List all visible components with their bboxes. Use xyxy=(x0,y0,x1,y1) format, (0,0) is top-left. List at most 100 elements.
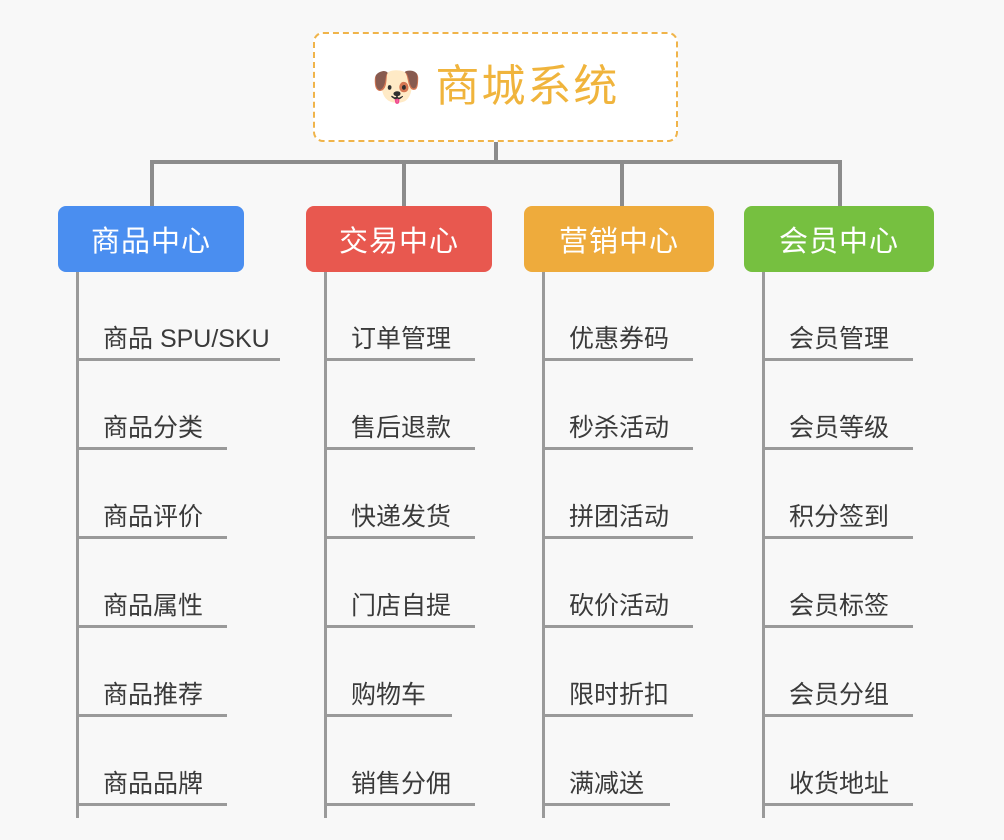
leaf-rule xyxy=(325,625,475,628)
leaf-rule xyxy=(325,358,475,361)
branch-title-4: 会员中心 xyxy=(778,226,899,258)
leaf-label: 商品评价 xyxy=(103,502,204,531)
leaf-label: 会员管理 xyxy=(789,324,890,353)
list-item[interactable]: 商品品牌 xyxy=(58,717,244,806)
branch-header-2[interactable]: 交易中心 xyxy=(306,206,492,272)
connector-drop-4 xyxy=(838,160,842,206)
leaf-label: 会员等级 xyxy=(789,413,890,442)
leaf-rule xyxy=(763,536,913,539)
branch-title-1: 商品中心 xyxy=(90,226,211,258)
leaf-rule xyxy=(763,625,913,628)
leaf-rule xyxy=(77,358,280,361)
leaf-list-4: 会员管理 会员等级 积分签到 会员标签 会员分组 收货地址 xyxy=(744,272,934,806)
list-item[interactable]: 商品 SPU/SKU xyxy=(58,272,280,361)
list-item[interactable]: 收货地址 xyxy=(744,717,934,806)
connector-drop-3 xyxy=(620,160,624,206)
leaf-rule xyxy=(763,447,913,450)
leaf-rule xyxy=(77,625,227,628)
leaf-rule xyxy=(543,536,693,539)
leaf-label: 拼团活动 xyxy=(569,502,670,531)
leaf-label: 优惠券码 xyxy=(569,324,670,353)
leaf-label: 商品推荐 xyxy=(103,680,204,709)
leaf-label: 门店自提 xyxy=(351,591,452,620)
leaf-rule xyxy=(325,714,452,717)
list-item[interactable]: 快递发货 xyxy=(306,450,492,539)
leaf-label: 收货地址 xyxy=(789,769,890,798)
list-item[interactable]: 商品属性 xyxy=(58,539,244,628)
branch-spine-3 xyxy=(542,272,545,818)
list-item[interactable]: 商品推荐 xyxy=(58,628,244,717)
leaf-rule xyxy=(763,714,913,717)
branch-header-4[interactable]: 会员中心 xyxy=(744,206,934,272)
leaf-label: 销售分佣 xyxy=(351,769,452,798)
connector-root-stem xyxy=(494,142,498,164)
list-item[interactable]: 限时折扣 xyxy=(524,628,714,717)
list-item[interactable]: 会员管理 xyxy=(744,272,934,361)
connector-horizontal-bus xyxy=(150,160,840,164)
branch-spine-1 xyxy=(76,272,79,818)
branch-column-2: 交易中心 订单管理 售后退款 快递发货 门店自提 购物车 xyxy=(306,206,492,818)
list-item[interactable]: 销售分佣 xyxy=(306,717,492,806)
leaf-rule xyxy=(77,536,227,539)
leaf-rule xyxy=(325,447,475,450)
leaf-rule xyxy=(763,358,913,361)
leaf-rule xyxy=(543,625,693,628)
list-item[interactable]: 商品评价 xyxy=(58,450,244,539)
branch-spine-4 xyxy=(762,272,765,818)
connector-drop-1 xyxy=(150,160,154,206)
leaf-rule xyxy=(325,536,475,539)
branch-column-1: 商品中心 商品 SPU/SKU 商品分类 商品评价 商品属性 商品推荐 xyxy=(58,206,280,818)
leaf-label: 订单管理 xyxy=(351,324,452,353)
list-item[interactable]: 拼团活动 xyxy=(524,450,714,539)
list-item[interactable]: 砍价活动 xyxy=(524,539,714,628)
leaf-label: 积分签到 xyxy=(789,502,890,531)
leaf-rule xyxy=(77,803,227,806)
list-item[interactable]: 满减送 xyxy=(524,717,714,806)
leaf-rule xyxy=(543,358,693,361)
branch-column-3: 营销中心 优惠券码 秒杀活动 拼团活动 砍价活动 限时折扣 xyxy=(524,206,714,818)
list-item[interactable]: 优惠券码 xyxy=(524,272,714,361)
leaf-label: 商品分类 xyxy=(103,413,204,442)
root-title: 商城系统 xyxy=(435,62,620,111)
branch-column-4: 会员中心 会员管理 会员等级 积分签到 会员标签 会员分组 xyxy=(744,206,934,818)
list-item[interactable]: 商品分类 xyxy=(58,361,244,450)
leaf-label: 商品 SPU/SKU xyxy=(103,324,270,353)
leaf-label: 秒杀活动 xyxy=(569,413,670,442)
leaf-rule xyxy=(543,447,693,450)
leaf-label: 会员标签 xyxy=(789,591,890,620)
leaf-rule xyxy=(325,803,475,806)
leaf-rule xyxy=(77,714,227,717)
list-item[interactable]: 会员分组 xyxy=(744,628,934,717)
connector-drop-2 xyxy=(402,160,406,206)
branch-spine-2 xyxy=(324,272,327,818)
leaf-label: 限时折扣 xyxy=(569,680,670,709)
branch-title-3: 营销中心 xyxy=(558,226,679,258)
leaf-label: 商品品牌 xyxy=(103,769,204,798)
list-item[interactable]: 会员标签 xyxy=(744,539,934,628)
branch-header-1[interactable]: 商品中心 xyxy=(58,206,244,272)
leaf-label: 快递发货 xyxy=(351,502,452,531)
leaf-list-1: 商品 SPU/SKU 商品分类 商品评价 商品属性 商品推荐 商品品牌 xyxy=(58,272,280,806)
list-item[interactable]: 订单管理 xyxy=(306,272,492,361)
leaf-label: 购物车 xyxy=(351,680,427,709)
leaf-list-3: 优惠券码 秒杀活动 拼团活动 砍价活动 限时折扣 满减送 xyxy=(524,272,714,806)
leaf-rule xyxy=(543,803,670,806)
leaf-list-2: 订单管理 售后退款 快递发货 门店自提 购物车 销售分佣 xyxy=(306,272,492,806)
leaf-label: 满减送 xyxy=(569,769,645,798)
list-item[interactable]: 售后退款 xyxy=(306,361,492,450)
list-item[interactable]: 秒杀活动 xyxy=(524,361,714,450)
leaf-rule xyxy=(763,803,913,806)
leaf-label: 砍价活动 xyxy=(569,591,670,620)
list-item[interactable]: 积分签到 xyxy=(744,450,934,539)
leaf-rule xyxy=(543,714,693,717)
root-node[interactable]: 🐶 商城系统 xyxy=(313,32,678,142)
branch-title-2: 交易中心 xyxy=(338,226,459,258)
leaf-label: 售后退款 xyxy=(351,413,452,442)
list-item[interactable]: 购物车 xyxy=(306,628,492,717)
list-item[interactable]: 会员等级 xyxy=(744,361,934,450)
dog-face-icon: 🐶 xyxy=(371,65,422,109)
branch-header-3[interactable]: 营销中心 xyxy=(524,206,714,272)
leaf-label: 商品属性 xyxy=(103,591,204,620)
list-item[interactable]: 门店自提 xyxy=(306,539,492,628)
